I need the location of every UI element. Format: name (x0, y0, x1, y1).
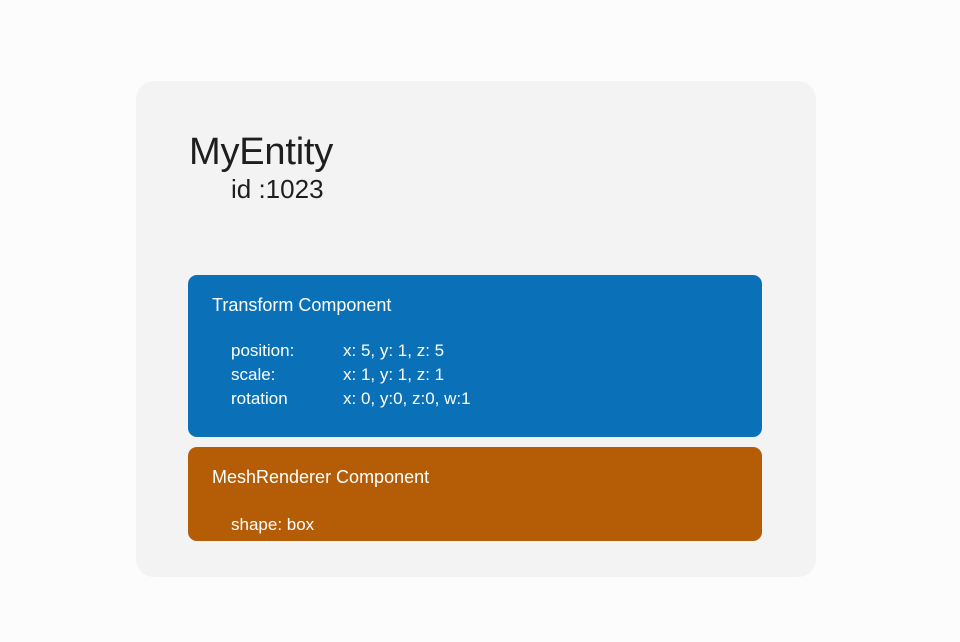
property-key: shape: box (231, 514, 315, 534)
component-block-transform[interactable]: Transform Component position: x: 5, y: 1… (188, 275, 762, 437)
component-list: Transform Component position: x: 5, y: 1… (188, 275, 762, 541)
property-key: scale: (231, 364, 276, 384)
property-row: rotation x: 0, y:0, z:0, w:1 (231, 387, 471, 411)
entity-header: MyEntity id :1023 (189, 131, 749, 207)
property-key: position: (231, 340, 295, 360)
property-key: rotation (231, 388, 288, 408)
component-title: MeshRenderer Component (212, 467, 430, 487)
component-block-meshrenderer[interactable]: MeshRenderer Component shape: box (188, 447, 762, 541)
entity-id-label: id :1023 (231, 174, 324, 205)
property-value: x: 5, y: 1, z: 5 (343, 340, 445, 360)
property-value: x: 0, y:0, z:0, w:1 (343, 388, 471, 408)
component-properties: position: x: 5, y: 1, z: 5 scale: x: 1, … (231, 339, 471, 411)
property-row: position: x: 5, y: 1, z: 5 (231, 339, 471, 363)
component-title: Transform Component (212, 295, 392, 315)
entity-title: MyEntity (189, 131, 334, 173)
property-row: scale: x: 1, y: 1, z: 1 (231, 363, 471, 387)
entity-card: MyEntity id :1023 Transform Component po… (136, 81, 816, 577)
property-value: x: 1, y: 1, z: 1 (343, 364, 445, 384)
